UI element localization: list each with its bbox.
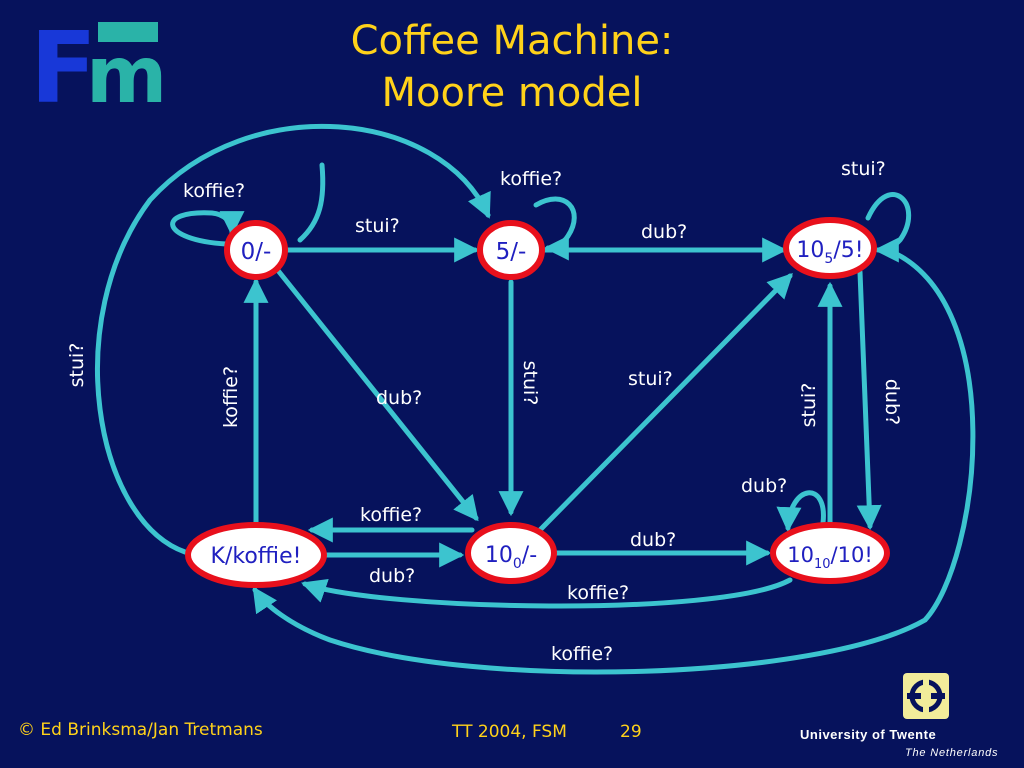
edge-s105-s1010 xyxy=(856,269,882,531)
label-s105-self: stui? xyxy=(841,158,886,180)
edge-s1010-sk xyxy=(301,577,793,609)
label-s0-s5: stui? xyxy=(355,215,400,237)
label-s5-s105: dub? xyxy=(641,221,687,243)
label-s1010-self: dub? xyxy=(741,475,787,497)
label-s100-s1010: dub? xyxy=(630,529,676,551)
state-s1010: 1010/10! xyxy=(770,522,890,584)
footer-course: TT 2004, FSM xyxy=(452,722,567,742)
state-s0-label: 0/- xyxy=(241,239,272,265)
university-country: The Netherlands xyxy=(905,747,999,759)
slide-title-line2: Moore model xyxy=(381,70,643,116)
university-name: University of Twente xyxy=(800,727,937,742)
label-sk-s5: stui? xyxy=(66,343,88,388)
footer-page-number: 29 xyxy=(620,722,642,742)
state-s5: 5/- xyxy=(477,220,545,280)
state-s100-label: 100/- xyxy=(485,543,537,572)
label-sk-s100: dub? xyxy=(369,565,415,587)
state-s105: 105/5! xyxy=(783,217,877,279)
edge-sk-s5 xyxy=(95,123,491,555)
label-s100-s105: stui? xyxy=(628,368,673,390)
state-s5-label: 5/- xyxy=(496,239,527,265)
label-s0-self: koffie? xyxy=(183,180,245,202)
label-s100-sk: koffie? xyxy=(360,504,422,526)
footer-author: © Ed Brinksma/Jan Tretmans xyxy=(18,720,263,740)
fm-logo: F m xyxy=(30,18,167,108)
edge-s1010-self xyxy=(776,490,826,533)
edge-s0-incoming xyxy=(297,162,326,243)
edge-s0-self xyxy=(170,210,245,247)
edge-s100-s105 xyxy=(537,273,793,533)
label-s105-s1010: dub? xyxy=(881,379,903,425)
edge-s0-s100 xyxy=(273,265,479,522)
edge-s5-self xyxy=(533,196,577,261)
label-s1010-sk: koffie? xyxy=(567,582,629,604)
edge-s105-sk xyxy=(252,247,976,675)
fm-logo-f: F xyxy=(30,18,97,108)
label-s1010-s105: stui? xyxy=(798,383,820,428)
label-s105-sk: koffie? xyxy=(551,643,613,665)
slide-title-line1: Coffee Machine: xyxy=(350,18,674,64)
state-sk-label: K/koffie! xyxy=(211,544,302,569)
label-s0-s100: dub? xyxy=(376,387,422,409)
label-sk-s0: koffie? xyxy=(220,366,242,428)
state-s0: 0/- xyxy=(224,220,288,280)
university-logo-icon xyxy=(903,673,949,719)
state-s100: 100/- xyxy=(465,522,557,584)
state-s105-label: 105/5! xyxy=(796,238,863,267)
state-sk: K/koffie! xyxy=(185,522,327,588)
fm-logo-m: m xyxy=(86,31,167,108)
label-s5-self: koffie? xyxy=(500,168,562,190)
label-s5-s100: stui? xyxy=(519,361,541,406)
fm-logo-bar xyxy=(98,22,158,42)
state-s1010-label: 1010/10! xyxy=(787,543,873,572)
